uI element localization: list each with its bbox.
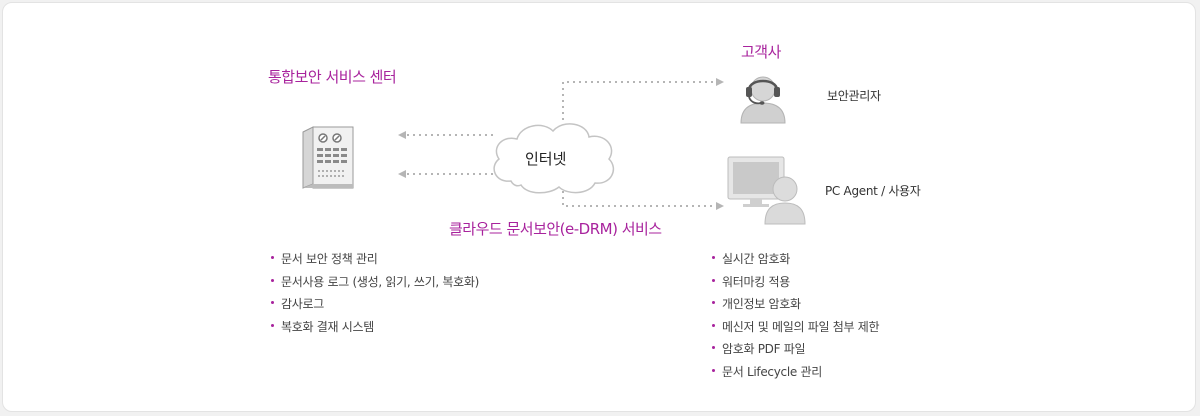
arrowhead-server-bottom — [398, 170, 406, 178]
list-item: 문서 보안 정책 관리 — [269, 251, 479, 274]
service-title: 클라우드 문서보안(e-DRM) 서비스 — [449, 220, 662, 238]
center-title: 통합보안 서비스 센터 — [268, 68, 397, 86]
agent-feature-list: 실시간 암호화 워터마킹 적용 개인정보 암호화 메신저 및 메일의 파일 첨부… — [710, 251, 880, 387]
list-item: 문서 Lifecycle 관리 — [710, 364, 879, 387]
list-item: 워터마킹 적용 — [710, 274, 879, 297]
center-feature-list: 문서 보안 정책 관리 문서사용 로그 (생성, 읽기, 쓰기, 복호화) 감사… — [269, 251, 479, 341]
list-item: 암호화 PDF 파일 — [710, 341, 879, 364]
admin-headset-icon — [740, 76, 786, 124]
arrowhead-pc — [716, 202, 724, 210]
customer-title: 고객사 — [741, 43, 781, 61]
list-item: 문서사용 로그 (생성, 읽기, 쓰기, 복호화) — [269, 274, 479, 297]
cloud-icon — [493, 123, 615, 194]
connector-lines — [398, 78, 724, 210]
list-item: 개인정보 암호화 — [710, 296, 879, 319]
server-icon — [302, 126, 354, 189]
list-item: 메신저 및 메일의 파일 첨부 제한 — [710, 319, 880, 342]
pc-agent-label: PC Agent / 사용자 — [825, 184, 921, 198]
arrowhead-admin — [716, 78, 724, 86]
list-item: 감사로그 — [269, 296, 479, 319]
list-item: 실시간 암호화 — [710, 251, 879, 274]
connector-cloud-to-admin — [562, 81, 716, 120]
pc-user-icon — [727, 156, 806, 225]
internet-label: 인터넷 — [525, 150, 567, 168]
admin-label: 보안관리자 — [827, 89, 881, 103]
list-item: 복호화 결재 시스템 — [269, 319, 479, 342]
arrowhead-server-top — [398, 131, 406, 139]
